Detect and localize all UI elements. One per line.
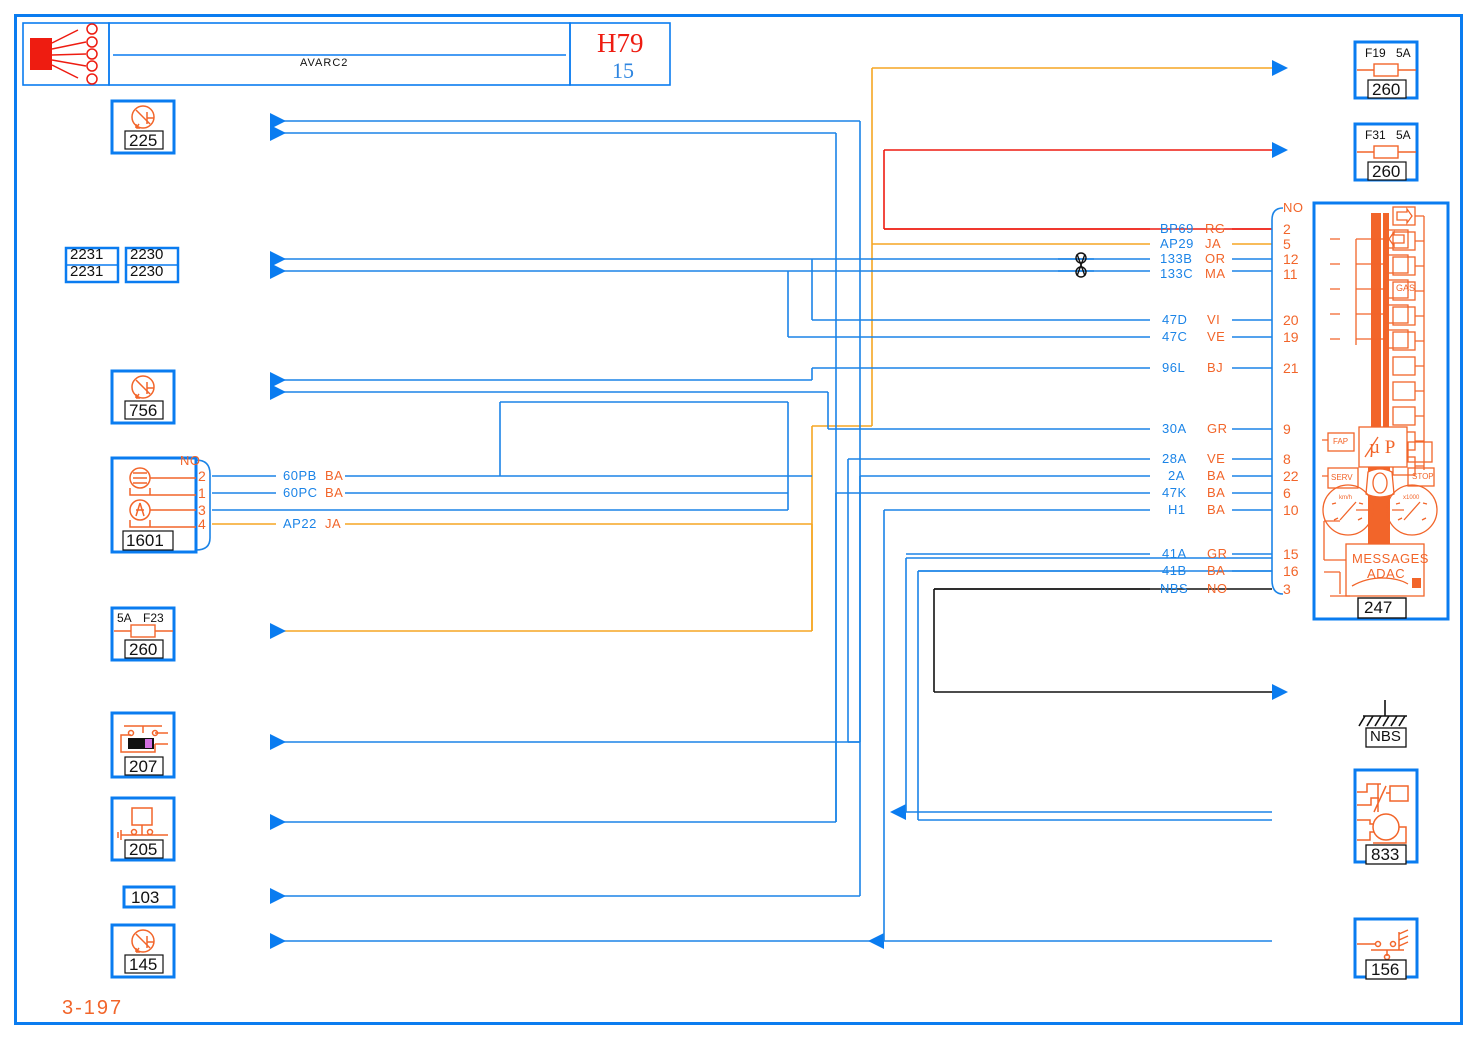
component-id-260-f23: 260 (129, 640, 158, 659)
fuse-ref-f31: F31 (1365, 128, 1386, 142)
fuse-rating-f31: 5A (1396, 128, 1411, 142)
cluster-fap-label: FAP (1333, 437, 1349, 446)
pin-number-3: 11 (1283, 266, 1298, 282)
wire-color-1601-2: BA (325, 468, 344, 483)
wire-color-14: NO (1207, 581, 1228, 596)
diagram-code: H79 (597, 28, 644, 58)
wire-color-11: BA (1207, 502, 1226, 517)
component-id-260-f31: 260 (1372, 162, 1401, 181)
wire-name-5: 47C (1162, 329, 1188, 344)
wire-name-11: H1 (1168, 502, 1186, 517)
wire-name-1601-2: 60PB (283, 468, 317, 483)
component-id-2231-top: 2231 (70, 246, 104, 263)
cluster-gas-icon: GAS (1396, 283, 1416, 293)
wire-color-13: BA (1207, 563, 1226, 578)
wire-color-1601-1: BA (325, 485, 344, 500)
wire-color-8: VE (1207, 451, 1226, 466)
component-id-833: 833 (1371, 845, 1400, 864)
ground-label-nbs: NBS (1370, 728, 1401, 745)
component-id-145: 145 (129, 955, 158, 974)
wire-name-14: NBS (1160, 581, 1189, 596)
component-id-156: 156 (1371, 960, 1400, 979)
cluster-serv-label: SERV (1331, 473, 1353, 482)
wire-name-7: 30A (1162, 421, 1187, 436)
wire-name-3: 133C (1160, 266, 1194, 281)
component-id-1601: 1601 (126, 531, 164, 550)
pin-1601-1: 1 (198, 485, 206, 501)
wire-color-1: JA (1205, 236, 1222, 251)
wire-name-1601-4: AP22 (283, 516, 317, 531)
pin-number-6: 21 (1283, 360, 1299, 376)
fuse-ref-f19: F19 (1365, 46, 1386, 60)
pin-number-5: 19 (1283, 329, 1299, 345)
gauge-right-unit: x1000 (1403, 495, 1420, 501)
wire-color-12: GR (1207, 546, 1228, 561)
wire-name-12: 41A (1162, 546, 1187, 561)
wire-name-4: 47D (1162, 312, 1188, 327)
component-id-205: 205 (129, 840, 158, 859)
sheet-number: 3-197 (62, 997, 124, 1019)
wire-name-8: 28A (1162, 451, 1187, 466)
component-id-2230-top: 2230 (130, 246, 164, 263)
pin-number-12: 15 (1283, 546, 1299, 562)
wire-name-0: BP69 (1160, 221, 1194, 236)
wire-name-10: 47K (1162, 485, 1187, 500)
wire-name-6: 96L (1162, 360, 1186, 375)
pin-number-14: 3 (1283, 581, 1291, 597)
component-id-2230-bottom: 2230 (130, 263, 164, 280)
wire-name-1: AP29 (1160, 236, 1194, 251)
wire-name-9: 2A (1168, 468, 1185, 483)
fuse-rating-f19: 5A (1396, 46, 1411, 60)
wire-name-13: 41B (1162, 563, 1187, 578)
cluster-message-line2: ADAC (1367, 566, 1406, 581)
pin-1601-no: NO (180, 453, 201, 468)
harness-label: AVARC2 (300, 57, 349, 69)
cluster-stop-label: STOP (1412, 472, 1434, 481)
component-id-2231-bottom: 2231 (70, 263, 104, 280)
fuse-rating-f23: 5A (117, 611, 132, 625)
wire-name-1601-1: 60PC (283, 485, 318, 500)
wire-color-5: VE (1207, 329, 1226, 344)
wire-color-9: BA (1207, 468, 1226, 483)
wire-name-2: 133B (1160, 251, 1193, 266)
component-id-225: 225 (129, 131, 158, 150)
wire-color-4: VI (1207, 312, 1221, 327)
pin-1601-4: 4 (198, 516, 206, 532)
pin-1601-3: 3 (198, 502, 206, 518)
component-id-756: 756 (129, 401, 158, 420)
pin-number-10: 6 (1283, 485, 1291, 501)
diagram-page: 15 (612, 58, 634, 83)
wire-color-10: BA (1207, 485, 1226, 500)
component-id-103: 103 (131, 888, 160, 907)
component-id-207: 207 (129, 757, 158, 776)
wire-color-2: OR (1205, 251, 1226, 266)
pin-number-11: 10 (1283, 502, 1299, 518)
cluster-cpu-label: µ P (1369, 437, 1396, 458)
page-border (14, 14, 1463, 1025)
pin-1601-2: 2 (198, 468, 206, 484)
cluster-pin-no-label: NO (1283, 200, 1304, 215)
wire-color-1601-4: JA (325, 516, 342, 531)
pin-number-13: 16 (1283, 563, 1299, 579)
pin-number-9: 22 (1283, 468, 1299, 484)
component-id-247: 247 (1364, 598, 1393, 617)
cluster-message-line1: MESSAGES (1352, 551, 1429, 566)
wire-color-0: RG (1205, 221, 1226, 236)
pin-number-8: 8 (1283, 451, 1291, 467)
fuse-ref-f23: F23 (143, 611, 164, 625)
pin-number-0: 2 (1283, 221, 1291, 237)
wire-color-3: MA (1205, 266, 1226, 281)
pin-number-1: 5 (1283, 236, 1291, 252)
component-id-260-f19: 260 (1372, 80, 1401, 99)
gauge-left-unit: km/h (1339, 495, 1353, 501)
wire-color-6: BJ (1207, 360, 1224, 375)
pin-number-4: 20 (1283, 312, 1299, 328)
pin-number-2: 12 (1283, 251, 1299, 267)
wire-color-7: GR (1207, 421, 1228, 436)
pin-number-7: 9 (1283, 421, 1291, 437)
